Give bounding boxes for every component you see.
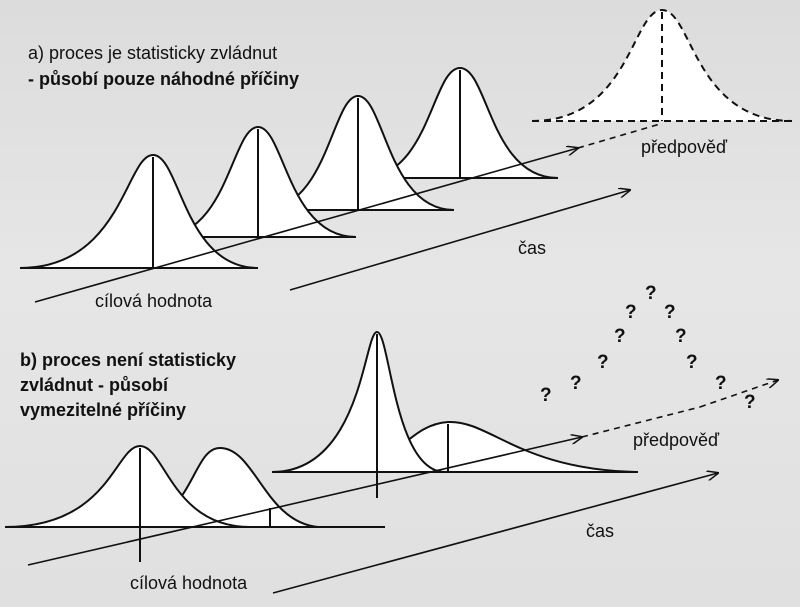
question-mark: ?	[645, 283, 657, 304]
forecast-label-a: předpověď	[641, 137, 728, 157]
section-b-title-line1: b) proces není statisticky	[20, 350, 237, 370]
target-axis-b	[27, 437, 582, 566]
question-mark: ?	[614, 326, 626, 347]
forecast-distribution-a	[531, 8, 793, 122]
forecast-dashed-a	[577, 123, 661, 149]
question-mark: ?	[570, 373, 582, 394]
section-a-title-line1: a) proces je statisticky zvládnut	[28, 43, 278, 63]
time-label-b: čas	[586, 521, 615, 541]
distribution-b2-narrow	[271, 330, 638, 498]
section-a-title-line2: - působí pouze náhodné příčiny	[28, 69, 300, 89]
question-mark: ?	[686, 352, 698, 373]
section-b-title-line3: vymezitelné příčiny	[20, 400, 187, 420]
question-mark: ?	[625, 302, 637, 323]
time-axis-b	[272, 473, 718, 594]
target-axis-a	[34, 148, 578, 303]
question-mark: ?	[664, 302, 676, 323]
distribution-a1	[19, 153, 259, 269]
section-b-graphics	[4, 330, 778, 594]
question-mark: ?	[675, 326, 687, 347]
time-label-a: čas	[518, 238, 547, 258]
section-a-graphics	[19, 8, 793, 303]
forecast-dashed-b	[581, 406, 701, 438]
question-mark: ?	[744, 392, 756, 413]
forecast-arrow-b	[699, 380, 778, 408]
question-mark: ?	[715, 373, 727, 394]
section-b-title-line2: zvládnut - působí	[20, 375, 168, 395]
target-value-label-b: cílová hodnota	[130, 573, 248, 593]
question-mark: ?	[597, 352, 609, 373]
forecast-label-b: předpověď	[633, 430, 720, 450]
target-value-label-a: cílová hodnota	[95, 291, 213, 311]
time-axis-a	[289, 190, 630, 291]
question-mark: ?	[540, 385, 552, 406]
